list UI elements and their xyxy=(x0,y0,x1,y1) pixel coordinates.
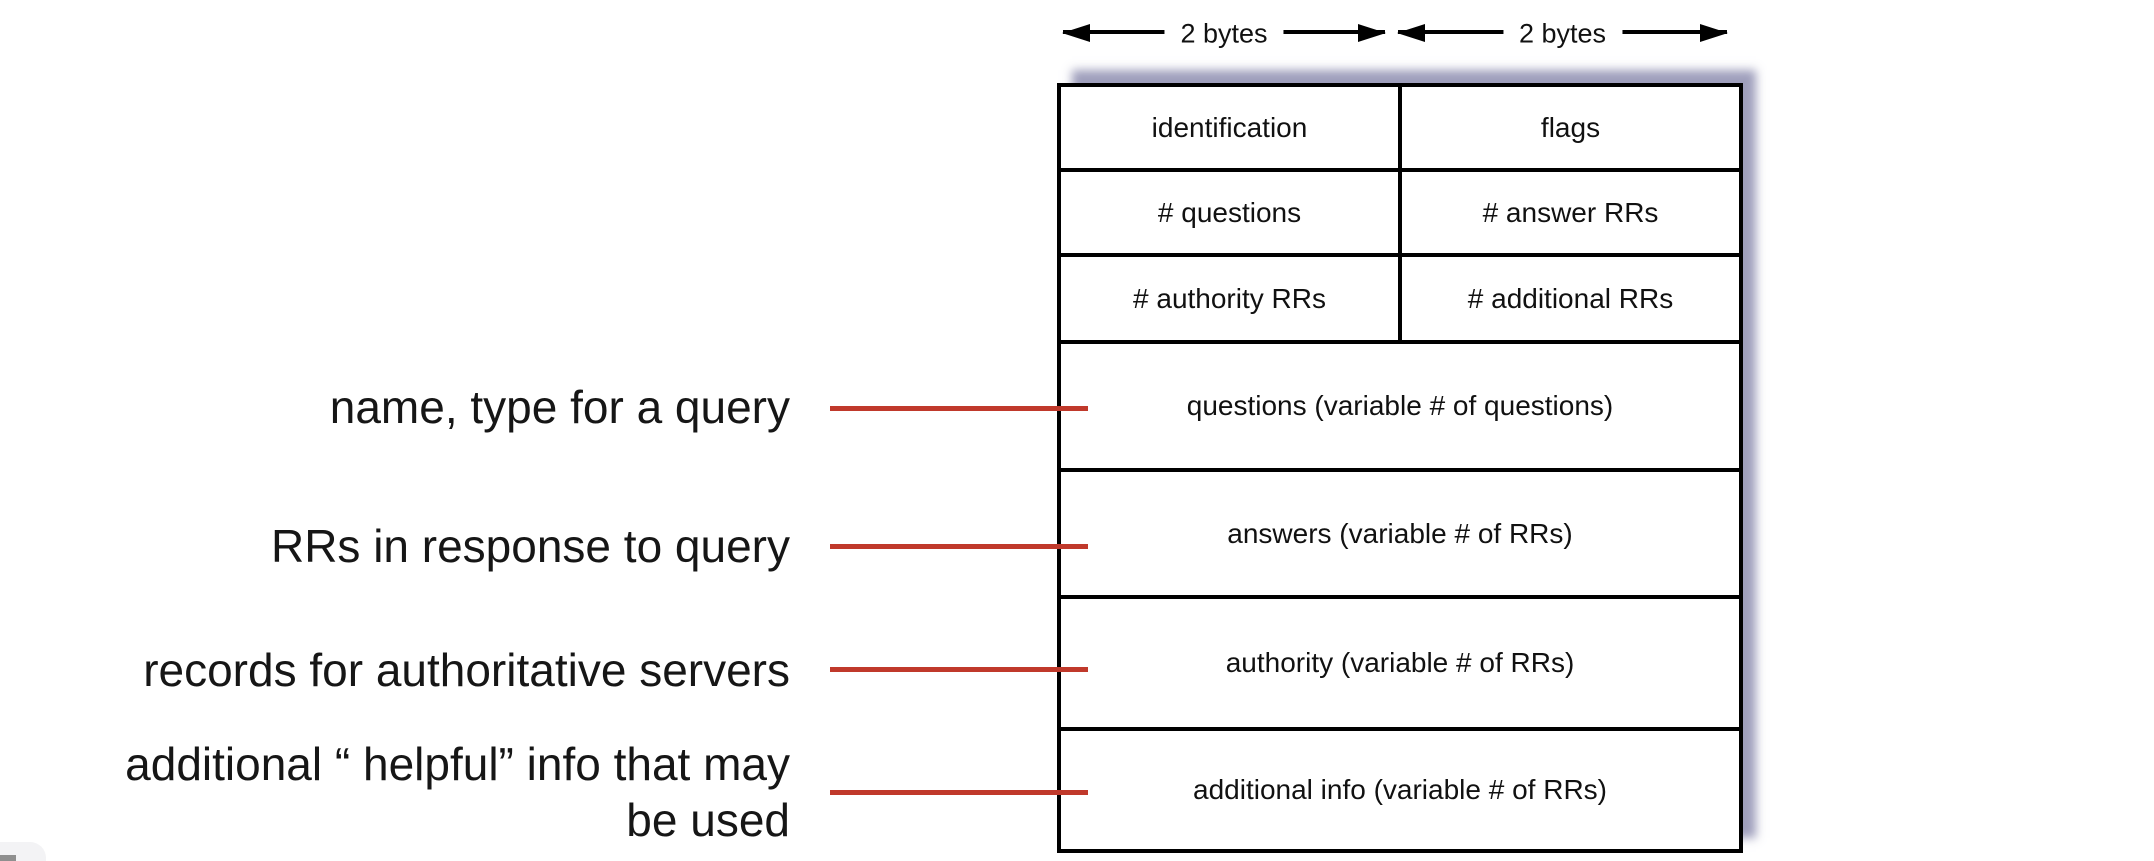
arrow-left-head-icon xyxy=(1062,24,1090,42)
arrow-left-head-icon xyxy=(1397,24,1425,42)
callout-label-authority: records for authoritative servers xyxy=(143,644,790,696)
cell-num-answer-rrs: # answer RRs xyxy=(1482,196,1659,228)
callout-label-answers: RRs in response to query xyxy=(270,520,790,572)
callout-line-questions xyxy=(830,406,1088,411)
cell-flags: flags xyxy=(1540,111,1601,143)
table-row: # questions # answer RRs xyxy=(1061,168,1739,253)
byte-width-label: 2 bytes xyxy=(1164,18,1284,50)
cell-num-authority-rrs: # authority RRs xyxy=(1061,257,1402,340)
table-row: identification flags xyxy=(1061,87,1739,168)
callout-label-questions: name, type for a query xyxy=(329,381,790,433)
cell-authority: authority (variable # of RRs) xyxy=(1225,647,1575,678)
callout-label-line2: be used xyxy=(626,794,790,846)
table-row: authority (variable # of RRs) xyxy=(1061,595,1739,727)
table-row: additional info (variable # of RRs) xyxy=(1061,727,1739,849)
cropped-corner-bar xyxy=(0,855,16,861)
cell-answers: answers (variable # of RRs) xyxy=(1227,517,1573,549)
cell-num-questions: # questions xyxy=(1061,172,1402,253)
callout-label-additional: additional “ helpful” info that may be u… xyxy=(125,736,790,848)
table-row: questions (variable # of questions) xyxy=(1061,340,1739,468)
byte-width-label: 2 bytes xyxy=(1502,18,1623,50)
callout-label-line1: additional “ helpful” info that may xyxy=(125,738,790,790)
message-format-table: identification flags # questions # answe… xyxy=(1057,83,1743,853)
callout-line-additional xyxy=(830,790,1088,795)
cell-questions: questions (variable # of questions) xyxy=(1186,390,1614,421)
callout-line-answers xyxy=(830,544,1088,549)
cell-additional-info: additional info (variable # of RRs) xyxy=(1193,774,1607,805)
arrow-right-head-icon xyxy=(1700,24,1728,42)
arrow-right-head-icon xyxy=(1358,24,1386,42)
table-row: answers (variable # of RRs) xyxy=(1061,468,1739,595)
cell-identification: identification xyxy=(1061,87,1402,168)
byte-width-arrow-left: 2 bytes xyxy=(1062,18,1386,50)
callout-line-authority xyxy=(830,667,1088,672)
byte-width-arrow-right: 2 bytes xyxy=(1397,18,1728,50)
table-row: # authority RRs # additional RRs xyxy=(1061,253,1739,340)
cell-num-additional-rrs: # additional RRs xyxy=(1467,282,1674,314)
